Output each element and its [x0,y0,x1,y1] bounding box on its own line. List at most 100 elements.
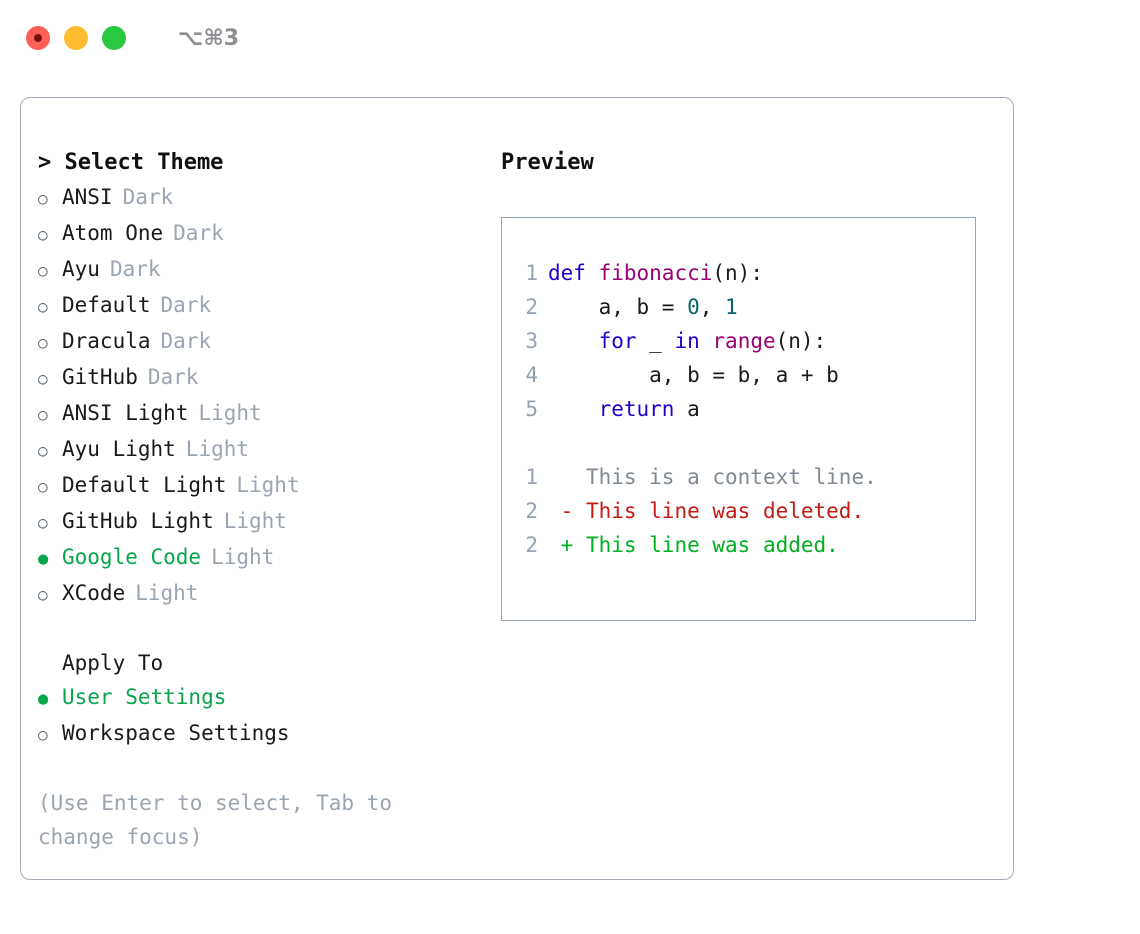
theme-name: Ayu Light [62,437,176,461]
radio-unselected-icon: ○ [38,725,48,744]
line-number: 2 [525,533,538,557]
apply-to-label: Workspace Settings [62,721,290,745]
theme-category: Dark [173,221,224,245]
line-number: 4 [525,363,538,387]
theme-option-ansi[interactable]: ○ ANSI Dark [38,180,478,216]
theme-option-dracula[interactable]: ○ Dracula Dark [38,324,478,360]
code-token: in [674,329,700,353]
radio-unselected-icon: ○ [38,441,48,460]
theme-name: GitHub [62,365,138,389]
theme-name: ANSI Light [62,401,189,425]
preview-divider-space [516,426,975,460]
theme-category: Light [198,401,262,425]
line-number: 2 [525,295,538,319]
code-token: a [674,397,700,421]
diff-line: 1 This is a context line. [516,460,975,494]
theme-category: Dark [160,329,212,353]
theme-name: Dracula [62,329,151,353]
radio-unselected-icon: ○ [38,477,48,496]
radio-unselected-icon: ○ [38,369,48,388]
theme-name: Google Code [62,545,202,569]
maximize-button-icon[interactable] [102,26,126,50]
radio-unselected-icon: ○ [38,297,48,316]
apply-to-option-user-settings[interactable]: ●User Settings [38,680,478,716]
theme-option-atom-one[interactable]: ○ Atom One Dark [38,216,478,252]
apply-to-list[interactable]: ●User Settings ○ Workspace Settings [38,680,478,752]
theme-category: Light [223,509,287,533]
close-button-icon[interactable] [26,26,50,50]
code-line: 2 a, b = 0, 1 [516,290,975,324]
code-token [700,329,713,353]
radio-unselected-icon: ○ [38,405,48,424]
keyboard-shortcut-label: ⌥⌘3 [178,25,240,51]
theme-name: Default [62,293,151,317]
theme-option-github[interactable]: ○ GitHub Dark [38,360,478,396]
radio-unselected-icon: ○ [38,225,48,244]
code-line: 5 return a [516,392,975,426]
radio-unselected-icon: ○ [38,333,48,352]
line-number: 3 [525,329,538,353]
diff-sign: + [548,533,586,557]
diff-sign: - [548,499,586,523]
code-token: , [699,295,726,319]
radio-selected-icon: ● [38,549,49,569]
theme-name: Atom One [62,221,164,245]
code-token: (n): [712,261,763,285]
theme-option-github-light[interactable]: ○ GitHub Light Light [38,504,478,540]
radio-unselected-icon: ○ [38,189,48,208]
code-token: a, b = b, a + b [548,363,839,387]
diff-sample: 1 This is a context line. 2 - This line w… [516,460,975,562]
line-number: 2 [525,499,538,523]
theme-name: Default Light [62,473,227,497]
diff-sign [548,465,586,489]
diff-line: 2 + This line was added. [516,528,975,562]
preview-heading: Preview [501,150,594,175]
theme-option-google-code[interactable]: ● Google Code Light [38,540,478,576]
line-number: 1 [525,261,538,285]
line-number: 5 [525,397,538,421]
theme-name: XCode [62,581,126,605]
theme-category: Dark [147,365,199,389]
code-token: 0 [687,295,700,319]
radio-unselected-icon: ○ [38,513,48,532]
keyboard-hint-text: (Use Enter to select, Tab to change focu… [38,791,393,849]
code-token: def [548,261,586,285]
code-token [548,329,599,353]
theme-option-xcode[interactable]: ○ XCode Light [38,576,478,612]
apply-to-heading: Apply To [62,651,164,675]
theme-option-ayu-light[interactable]: ○ Ayu Light Light [38,432,478,468]
window-controls [26,26,126,50]
radio-unselected-icon: ○ [38,261,48,280]
code-token: for [598,329,637,353]
theme-category: Light [135,581,199,605]
theme-name: ANSI [62,185,113,209]
select-theme-heading: > Select Theme [38,150,224,175]
code-token: a, b = [548,295,688,319]
apply-to-option-workspace-settings[interactable]: ○ Workspace Settings [38,716,478,752]
theme-option-ansi-light[interactable]: ○ ANSI Light Light [38,396,478,432]
code-token [548,397,599,421]
radio-unselected-icon: ○ [38,585,48,604]
theme-name: GitHub Light [62,509,214,533]
theme-category: Dark [122,185,174,209]
code-token [586,261,599,285]
theme-category: Light [211,545,275,569]
theme-category: Light [185,437,250,461]
code-token: _ [636,329,675,353]
diff-text: This line was added. [585,533,839,557]
apply-to-label: User Settings [62,685,227,709]
theme-category: Dark [109,257,161,281]
title-bar: ⌥⌘3 [0,0,1140,76]
code-token: 1 [725,295,738,319]
minimize-button-icon[interactable] [64,26,88,50]
